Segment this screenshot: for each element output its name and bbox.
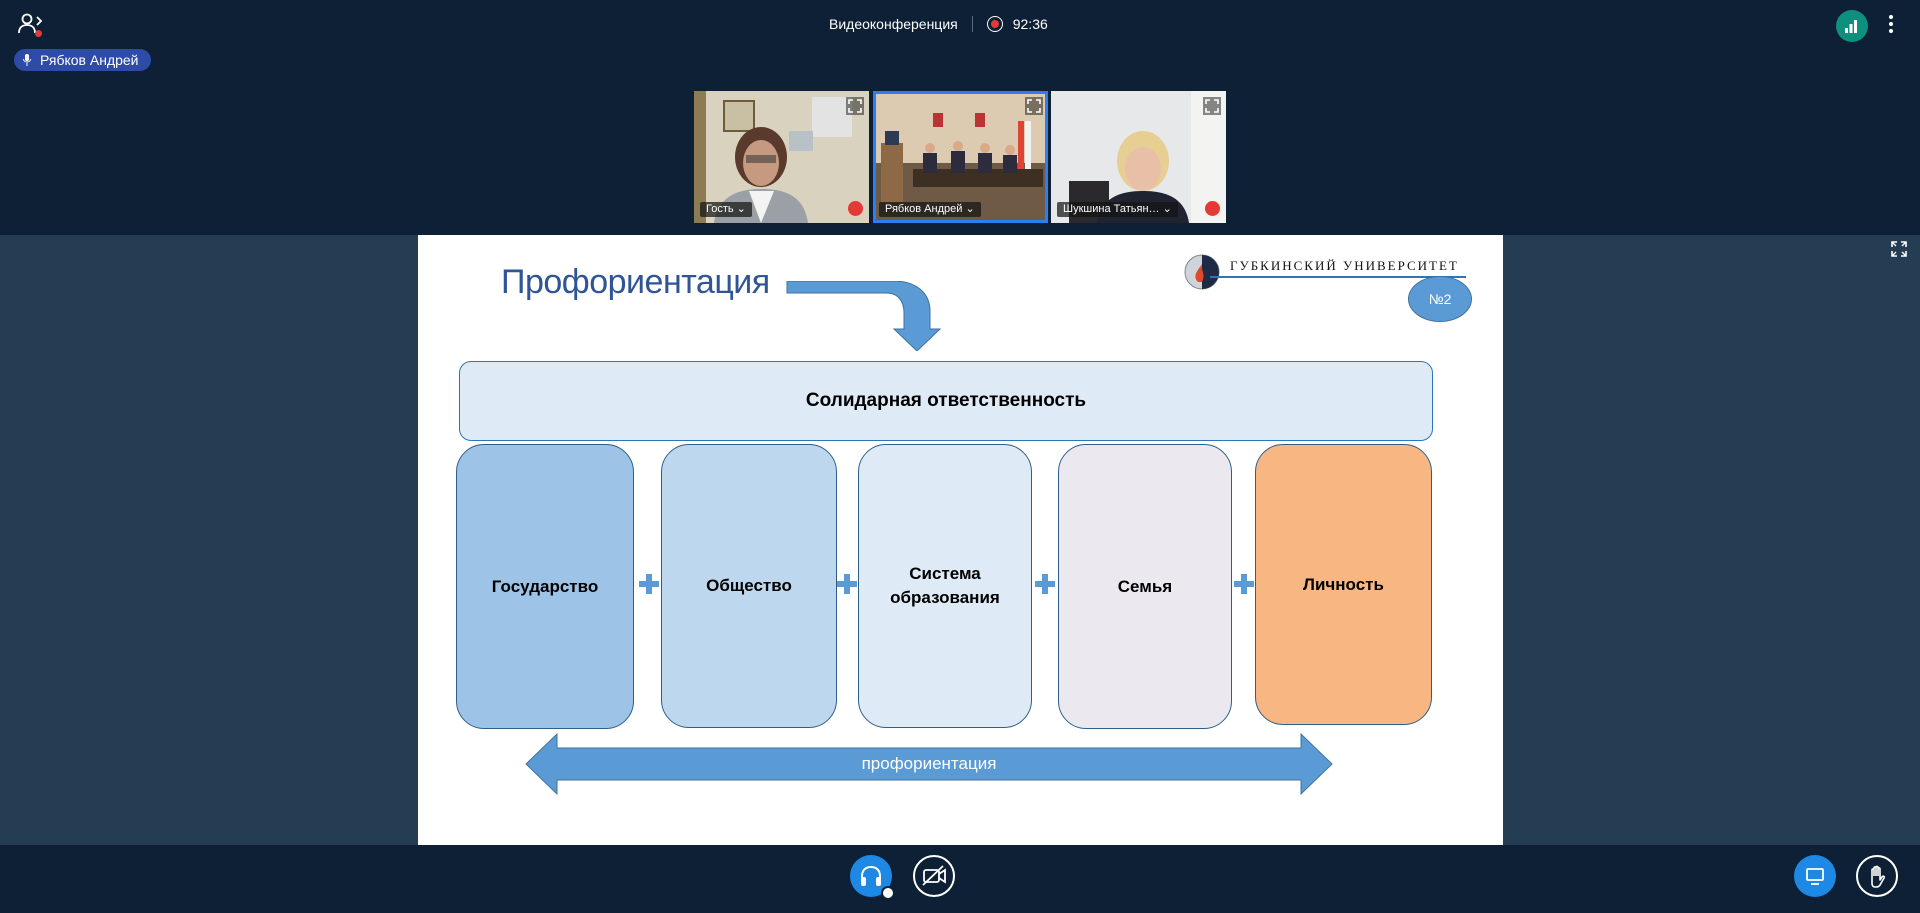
slide-title: Профориентация bbox=[501, 263, 770, 301]
university-name: ГУБКИНСКИЙ УНИВЕРСИТЕТ bbox=[1230, 258, 1459, 273]
logo-icon bbox=[1184, 254, 1220, 290]
double-arrow bbox=[525, 732, 1333, 796]
participant-name[interactable]: Рябков Андрей ⌄ bbox=[879, 202, 981, 217]
bottom-toolbar bbox=[0, 845, 1920, 913]
logo-underline bbox=[1210, 276, 1466, 278]
camera-button[interactable] bbox=[913, 855, 955, 897]
presentation-area: Профориентация ГУБКИНСКИЙ УНИВЕРСИТЕТ №2… bbox=[0, 235, 1920, 845]
column-state: Государство bbox=[456, 444, 634, 729]
more-icon bbox=[1886, 15, 1896, 33]
camera-off-icon bbox=[922, 865, 946, 886]
presenter-name: Рябков Андрей bbox=[40, 52, 139, 68]
fullscreen-icon[interactable] bbox=[1025, 97, 1043, 115]
column-label: Личность bbox=[1303, 574, 1384, 594]
participant-tile[interactable]: Шукшина Татьян… ⌄ bbox=[1051, 91, 1226, 223]
chevron-down-icon[interactable] bbox=[881, 886, 895, 900]
plus-icon bbox=[639, 574, 659, 594]
column-label: Государство bbox=[491, 576, 599, 596]
meeting-title: Видеоконференция bbox=[829, 16, 958, 32]
record-icon[interactable] bbox=[986, 16, 1003, 32]
slide-number-badge: №2 bbox=[1408, 276, 1472, 322]
column-personality: Личность bbox=[1255, 444, 1432, 725]
plus-icon bbox=[1035, 574, 1055, 594]
presenter-badge: Рябков Андрей bbox=[14, 49, 151, 71]
mic-off-icon bbox=[848, 201, 863, 216]
participant-name[interactable]: Шукшина Татьян… ⌄ bbox=[1057, 202, 1178, 217]
column-label: Общество bbox=[706, 576, 792, 595]
mic-icon bbox=[23, 54, 31, 66]
raise-hand-button[interactable] bbox=[1856, 855, 1898, 897]
column-label: Система образования bbox=[890, 564, 1000, 607]
meeting-timer: 92:36 bbox=[1012, 16, 1048, 32]
top-bar: Рябков Андрей Видеоконференция 92:36 bbox=[0, 0, 1920, 235]
fullscreen-icon[interactable] bbox=[1203, 97, 1221, 115]
plus-icon bbox=[1234, 574, 1254, 594]
screen-share-button[interactable] bbox=[1794, 855, 1836, 897]
participant-name[interactable]: Гость ⌄ bbox=[700, 202, 752, 217]
mic-off-icon bbox=[1205, 201, 1220, 216]
connection-status-button[interactable] bbox=[1836, 10, 1868, 42]
arrow-label: профориентация bbox=[861, 754, 997, 773]
responsibility-banner: Солидарная ответственность bbox=[459, 361, 1433, 441]
more-options-button[interactable] bbox=[1886, 13, 1896, 39]
fullscreen-icon[interactable] bbox=[1890, 240, 1908, 258]
raise-hand-icon bbox=[1871, 865, 1886, 888]
column-society: Общество bbox=[661, 444, 837, 728]
university-logo: ГУБКИНСКИЙ УНИВЕРСИТЕТ bbox=[1178, 252, 1468, 292]
users-icon bbox=[18, 13, 43, 34]
participants-button[interactable] bbox=[18, 12, 46, 40]
column-family: Семья bbox=[1058, 444, 1232, 729]
participant-video bbox=[873, 91, 1048, 223]
screen-share-icon bbox=[1806, 868, 1824, 885]
column-label: Семья bbox=[1117, 576, 1173, 596]
curved-arrow bbox=[786, 281, 942, 351]
participant-tile[interactable]: Гость ⌄ bbox=[694, 91, 869, 223]
meeting-header: Видеоконференция 92:36 bbox=[829, 15, 1048, 33]
column-education: Система образования bbox=[858, 444, 1032, 728]
divider bbox=[971, 16, 973, 32]
notification-dot bbox=[35, 30, 42, 37]
plus-icon bbox=[837, 574, 857, 594]
presentation-slide: Профориентация ГУБКИНСКИЙ УНИВЕРСИТЕТ №2… bbox=[418, 235, 1503, 845]
audio-button[interactable] bbox=[850, 855, 895, 900]
headphones-icon bbox=[861, 865, 881, 886]
fullscreen-icon[interactable] bbox=[846, 97, 864, 115]
participant-tile-active[interactable]: Рябков Андрей ⌄ bbox=[873, 91, 1048, 223]
signal-icon bbox=[1845, 20, 1857, 33]
banner-text: Солидарная ответственность bbox=[805, 390, 1087, 411]
